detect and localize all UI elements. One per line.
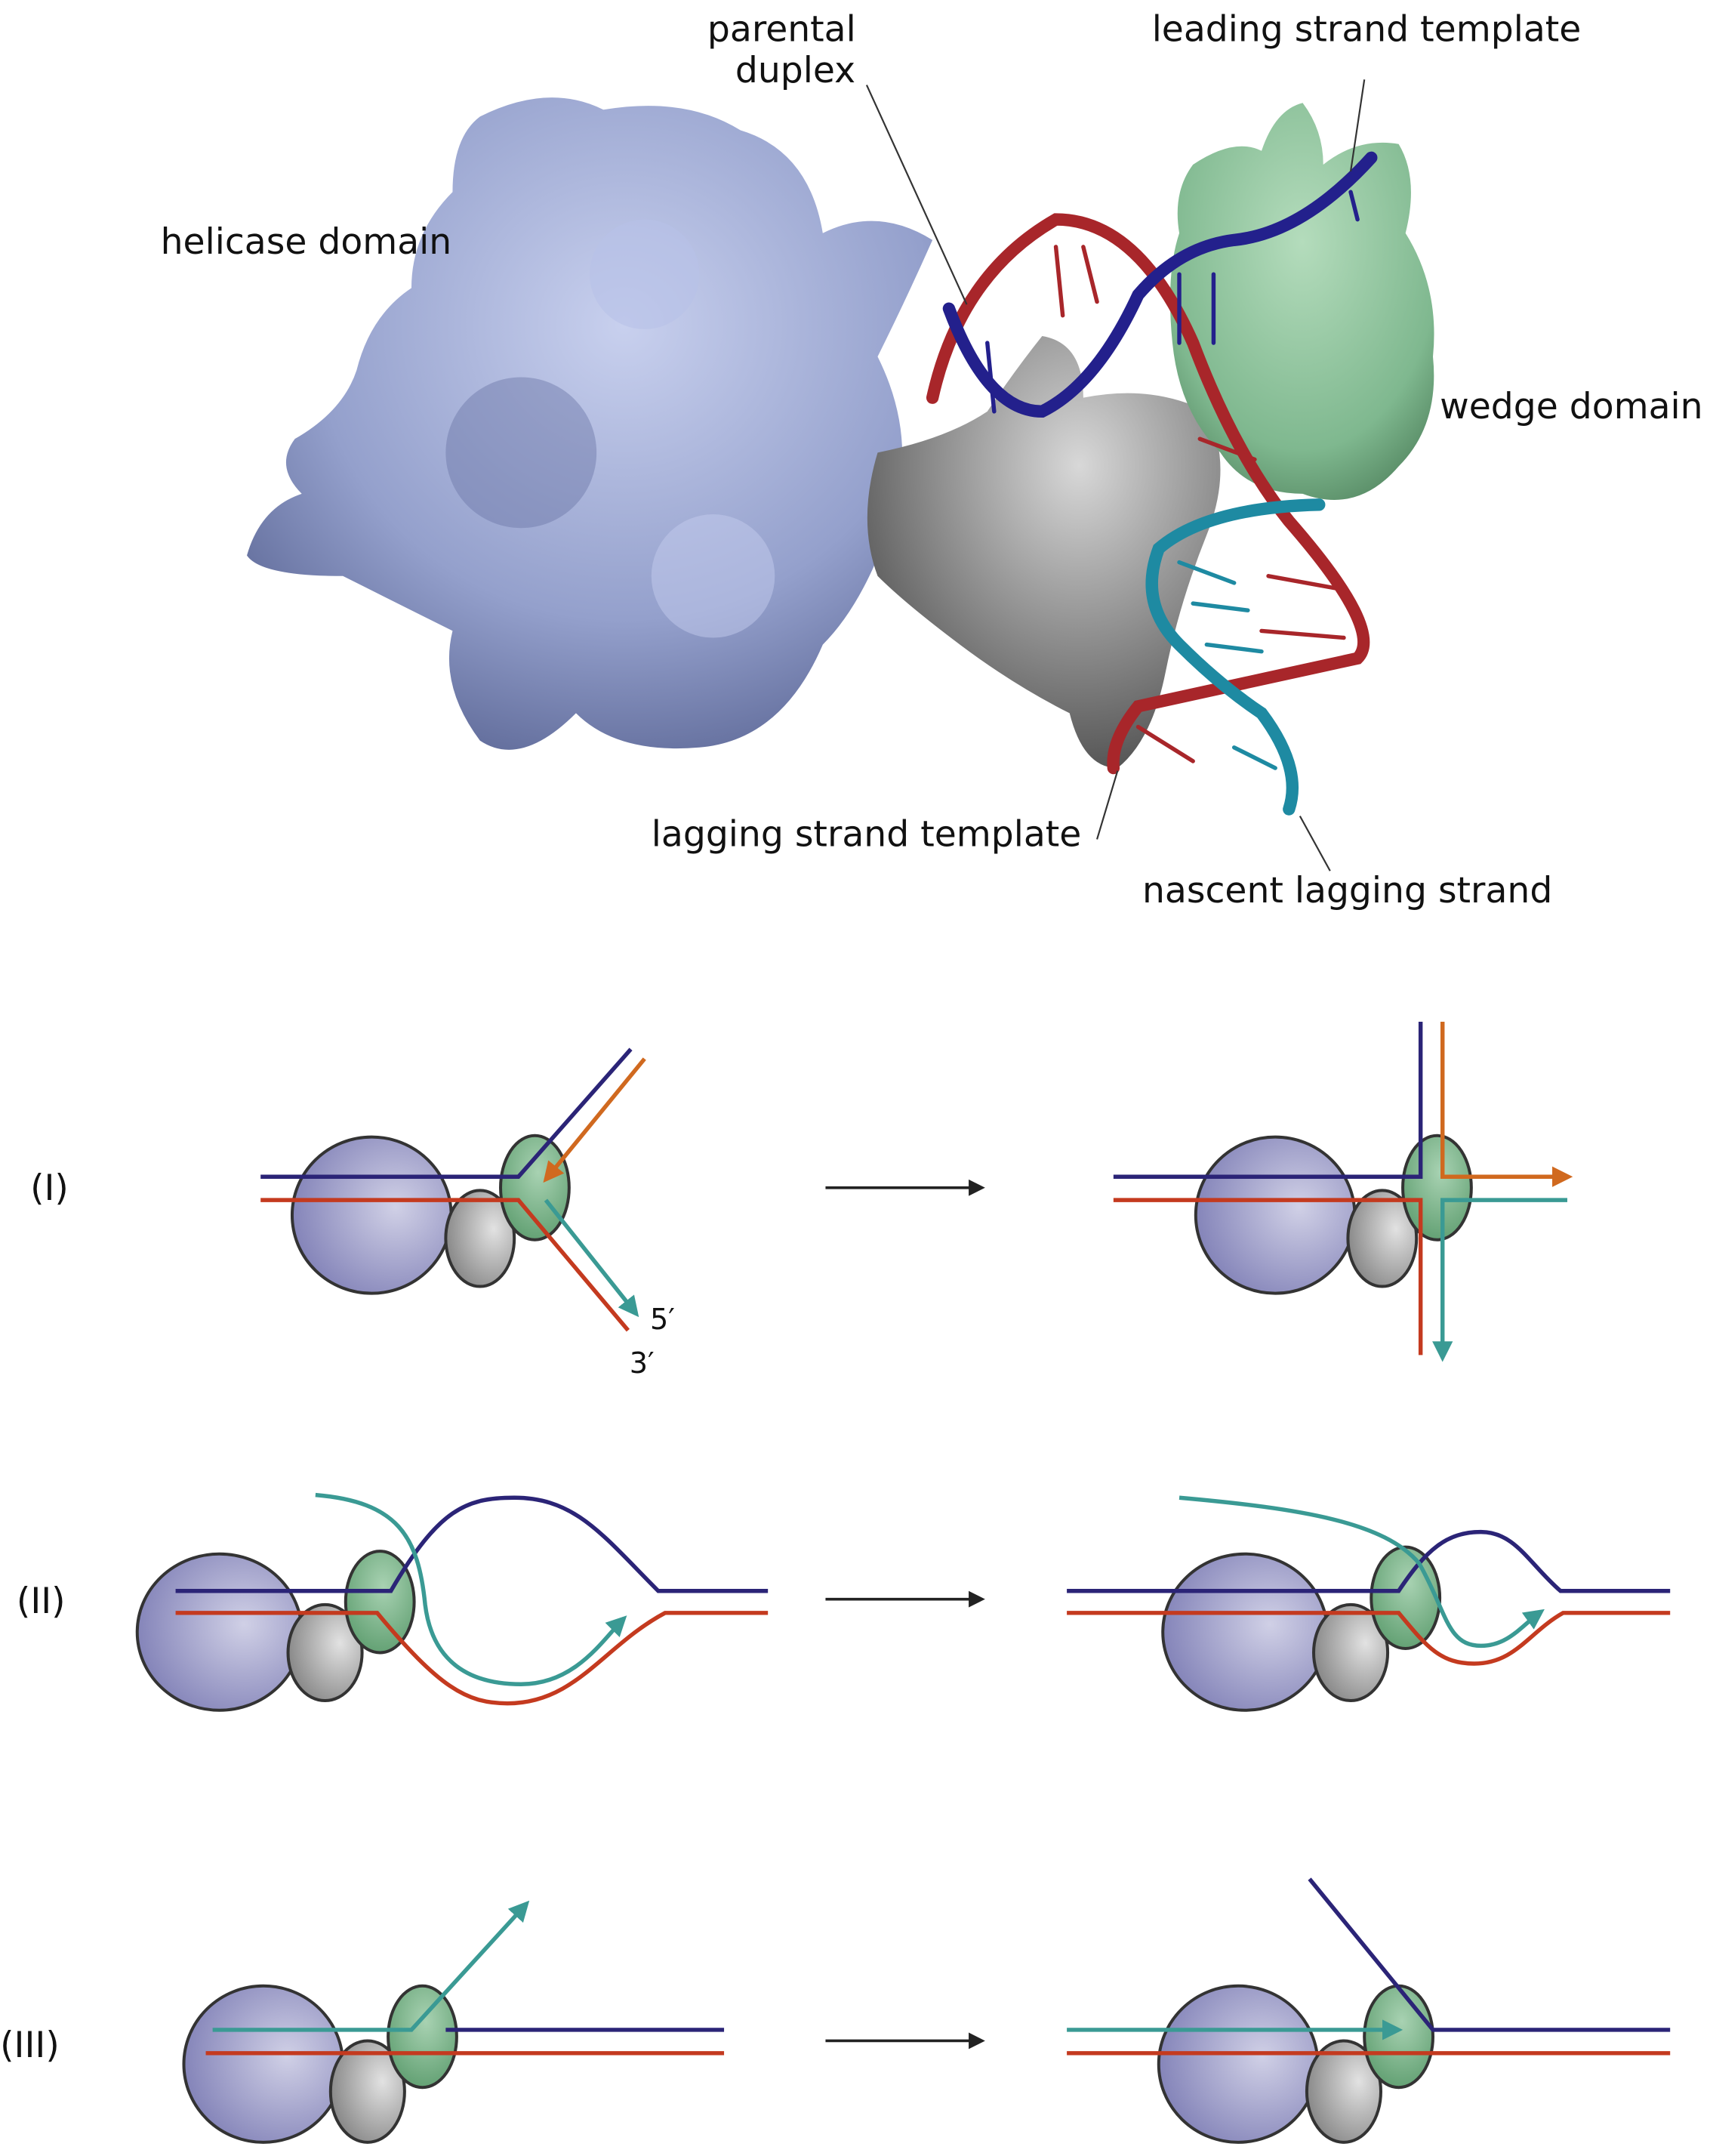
wedge-ellipse xyxy=(499,1134,571,1241)
dna-duplex xyxy=(926,151,1378,816)
parental-red-strand xyxy=(926,213,1370,775)
nascent-lagging-strand-label: nascent lagging strand xyxy=(1142,870,1552,911)
linker-domain-surface xyxy=(867,335,1221,769)
panel-ii-before xyxy=(135,1492,769,1712)
nascent-lagging-strand xyxy=(1145,498,1326,816)
panel-i-label: (I) xyxy=(30,1167,69,1209)
panel-i-before: 5′ 3′ xyxy=(260,1047,675,1380)
lagging-strand-template-label: lagging strand template xyxy=(652,814,1082,856)
panel-iii-before xyxy=(182,1900,725,2144)
leader-lines xyxy=(865,79,1366,871)
linker-ellipse xyxy=(444,1189,516,1288)
three-prime-label: 3′ xyxy=(630,1346,655,1380)
leading-template-strand xyxy=(942,151,1378,418)
panel-ii-label: (II) xyxy=(17,1581,66,1622)
helicase-domain-label: helicase domain xyxy=(161,221,452,263)
helicase-domain-surface xyxy=(247,97,933,750)
panel-i-after xyxy=(1113,1022,1573,1362)
wedge-domain-surface xyxy=(1169,103,1434,500)
helicase-ellipse xyxy=(290,1135,453,1295)
panel-i: (I) 5′ 3′ xyxy=(30,1022,1573,1380)
leading-strand-template-label: leading strand template xyxy=(1152,8,1582,50)
panel-ii: (II) xyxy=(17,1492,1671,1712)
panel-iii: (III) xyxy=(0,1877,1671,2144)
panel-iii-label: (III) xyxy=(0,2025,60,2066)
five-prime-label: 5′ xyxy=(650,1303,675,1336)
parental-duplex-label-line2: duplex xyxy=(735,50,855,91)
panel-ii-after xyxy=(1067,1495,1671,1712)
protein-structure: helicase domain parental duplex leading … xyxy=(161,8,1703,911)
panel-iii-after xyxy=(1067,1877,1671,2144)
wedge-domain-label: wedge domain xyxy=(1440,386,1703,427)
parental-duplex-label-line1: parental xyxy=(707,8,856,50)
